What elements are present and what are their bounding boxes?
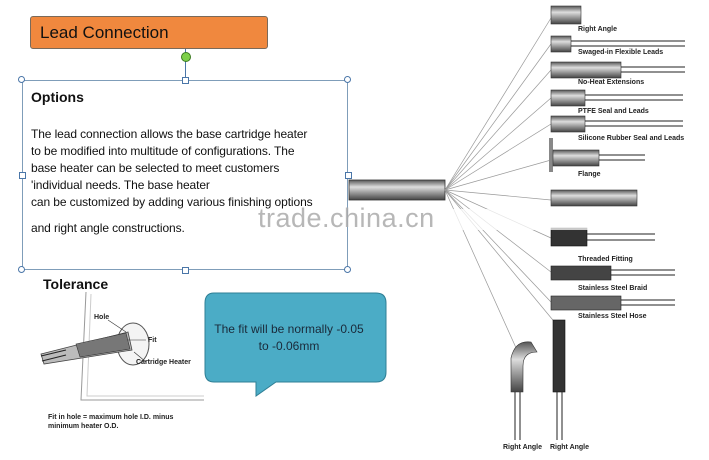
lead-option-label: Right Angle [578, 26, 618, 33]
connector-line [185, 49, 186, 79]
lead-options-diagram [348, 5, 685, 440]
options-body: The lead connection allows the base cart… [31, 126, 341, 237]
resize-handle-top-right[interactable] [344, 76, 351, 83]
rotate-handle[interactable] [181, 52, 191, 62]
lead-option-label: Stainless Steel Braid [578, 285, 648, 292]
options-line: base heater can be selected to meet cust… [31, 161, 280, 175]
resize-handle-left[interactable] [19, 172, 26, 179]
lead-option-label: Right Angle [503, 444, 543, 451]
options-line: 'individual needs. The base heater [31, 178, 210, 192]
fit-caption-line: minimum heater O.D. [48, 423, 119, 430]
options-line: The lead connection allows the base cart… [31, 127, 308, 141]
resize-handle-top[interactable] [182, 77, 189, 84]
options-line: can be customized by adding various fini… [31, 195, 313, 209]
cartridge-heater-label: Cartridge Heater [136, 359, 191, 366]
fit-caption-line: Fit in hole = maximum hole I.D. minus [48, 414, 174, 421]
resize-handle-bottom-right[interactable] [344, 266, 351, 273]
options-heading: Options [31, 89, 84, 105]
resize-handle-right[interactable] [345, 172, 352, 179]
lead-option-label: No-Heat Extensions [578, 79, 645, 86]
title-text: Lead Connection [40, 23, 169, 42]
options-line: and right angle constructions. [31, 221, 185, 235]
fit-label: Fit [148, 337, 157, 344]
tolerance-illustration [40, 292, 204, 401]
callout-shape [204, 292, 387, 397]
lead-option-label: PTFE Seal and Leads [578, 108, 649, 115]
lead-option-label: Swaged-in Flexible Leads [578, 49, 664, 56]
lead-option-label: Flange [578, 171, 601, 178]
fit-caption: Fit in hole = maximum hole I.D. minus mi… [48, 413, 173, 431]
tolerance-heading: Tolerance [43, 276, 109, 292]
lead-option-label: Silicone Rubber Seal and Leads [578, 135, 685, 142]
callout-text: The fit will be normally -0.05 to -0.06m… [214, 322, 364, 353]
watermark: trade.china.cn [258, 203, 435, 233]
resize-handle-top-left[interactable] [18, 76, 25, 83]
lead-option-label: Threaded Fitting [578, 256, 633, 263]
options-line: to be modified into multitude of configu… [31, 144, 295, 158]
watermark-band [350, 209, 650, 230]
hole-label: Hole [94, 314, 110, 321]
lead-option-label: Right Angle [550, 444, 590, 451]
title-box: Lead Connection [30, 16, 268, 49]
resize-handle-bottom[interactable] [182, 267, 189, 274]
resize-handle-bottom-left[interactable] [18, 266, 25, 273]
lead-option-label: Stainless Steel Hose [578, 313, 647, 320]
